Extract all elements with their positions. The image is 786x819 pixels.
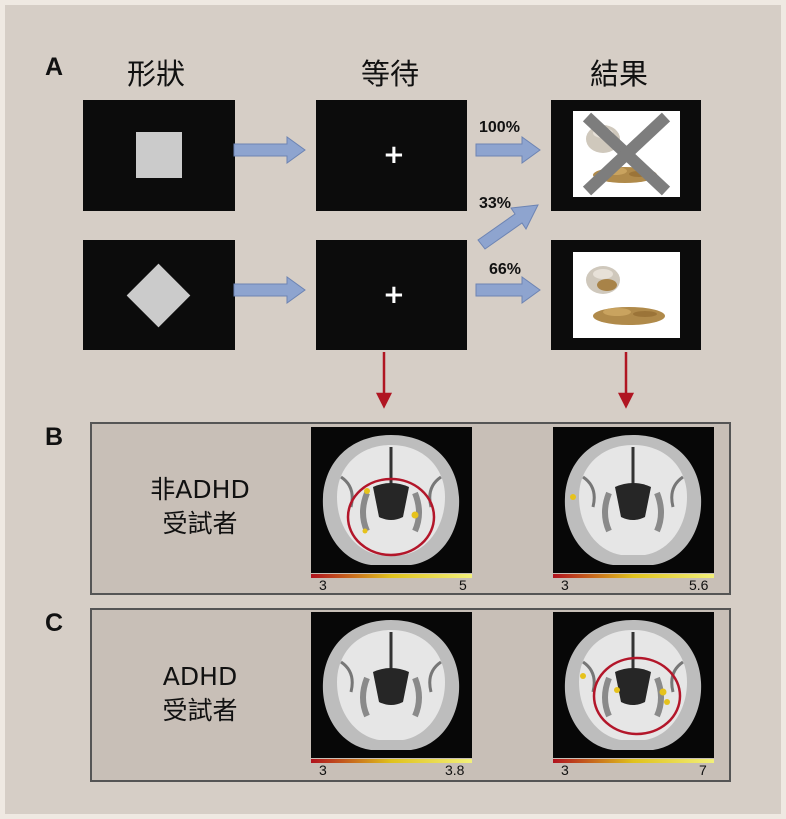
cross-out-icon bbox=[582, 112, 671, 196]
scale-max-c-wait: 3.8 bbox=[445, 762, 465, 778]
scale-min-c-result: 3 bbox=[561, 762, 569, 778]
down-arrow-wait bbox=[375, 352, 393, 409]
panel-b-letter: B bbox=[45, 423, 64, 451]
scale-max-b-wait: 5 bbox=[459, 577, 467, 593]
fixation-cross: + bbox=[383, 140, 405, 170]
probability-100: 100% bbox=[479, 119, 520, 136]
scale-max-b-result: 5.6 bbox=[689, 577, 709, 593]
result-screen-reward bbox=[551, 240, 701, 350]
roi-circle bbox=[592, 656, 682, 736]
panel-a-letter: A bbox=[45, 53, 64, 81]
brain-slice-b-wait bbox=[311, 427, 472, 573]
column-header-result: 結果 bbox=[590, 57, 649, 91]
group-label-line1: 非ADHD bbox=[150, 475, 250, 504]
brain-slice-icon bbox=[564, 620, 702, 750]
arrow-shape-to-wait-2 bbox=[233, 276, 306, 304]
color-scale-bar bbox=[311, 759, 472, 763]
coin-photo bbox=[573, 252, 680, 338]
brain-slice-b-result bbox=[553, 427, 714, 573]
arrow-wait-to-result-100 bbox=[475, 136, 541, 164]
arrow-shape-to-wait-1 bbox=[233, 136, 306, 164]
square-stimulus bbox=[136, 132, 182, 178]
column-header-wait: 等待 bbox=[361, 57, 420, 91]
wait-screen-2: + bbox=[316, 240, 467, 350]
scale-min-b-result: 3 bbox=[561, 577, 569, 593]
brain-slice-icon bbox=[322, 435, 460, 565]
coin-photo-crossed bbox=[573, 111, 680, 197]
panel-c-letter: C bbox=[45, 609, 64, 637]
column-header-shape: 形狀 bbox=[127, 57, 186, 91]
group-label-line2: 受試者 bbox=[162, 696, 238, 725]
fixation-cross: + bbox=[383, 280, 405, 310]
group-label-non-adhd: 非ADHD 受試者 bbox=[125, 473, 275, 541]
scale-max-c-result: 7 bbox=[699, 762, 707, 778]
arrow-wait-to-result-66 bbox=[475, 276, 541, 304]
result-screen-no-reward bbox=[551, 100, 701, 211]
color-scale-bar bbox=[553, 759, 714, 763]
brain-slice-c-wait bbox=[311, 612, 472, 758]
scale-min-b-wait: 3 bbox=[319, 577, 327, 593]
group-label-adhd: ADHD 受試者 bbox=[125, 660, 275, 728]
probability-33: 33% bbox=[479, 195, 512, 212]
brain-slice-c-result bbox=[553, 612, 714, 758]
group-label-line1: ADHD bbox=[162, 662, 238, 691]
wait-screen-1: + bbox=[316, 100, 467, 211]
color-scale-bar bbox=[553, 574, 714, 578]
coin-jar-icon bbox=[586, 266, 665, 325]
brain-slice-icon bbox=[564, 435, 702, 565]
group-label-line2: 受試者 bbox=[162, 509, 238, 538]
roi-circle bbox=[346, 477, 436, 557]
brain-slice-icon bbox=[322, 620, 460, 750]
shape-screen-diamond bbox=[83, 240, 235, 350]
color-scale-bar bbox=[311, 574, 472, 578]
arrow-wait-to-result-33 bbox=[477, 204, 539, 250]
scale-min-c-wait: 3 bbox=[319, 762, 327, 778]
shape-screen-square bbox=[83, 100, 235, 211]
probability-66: 66% bbox=[489, 261, 522, 278]
down-arrow-result bbox=[617, 352, 635, 409]
